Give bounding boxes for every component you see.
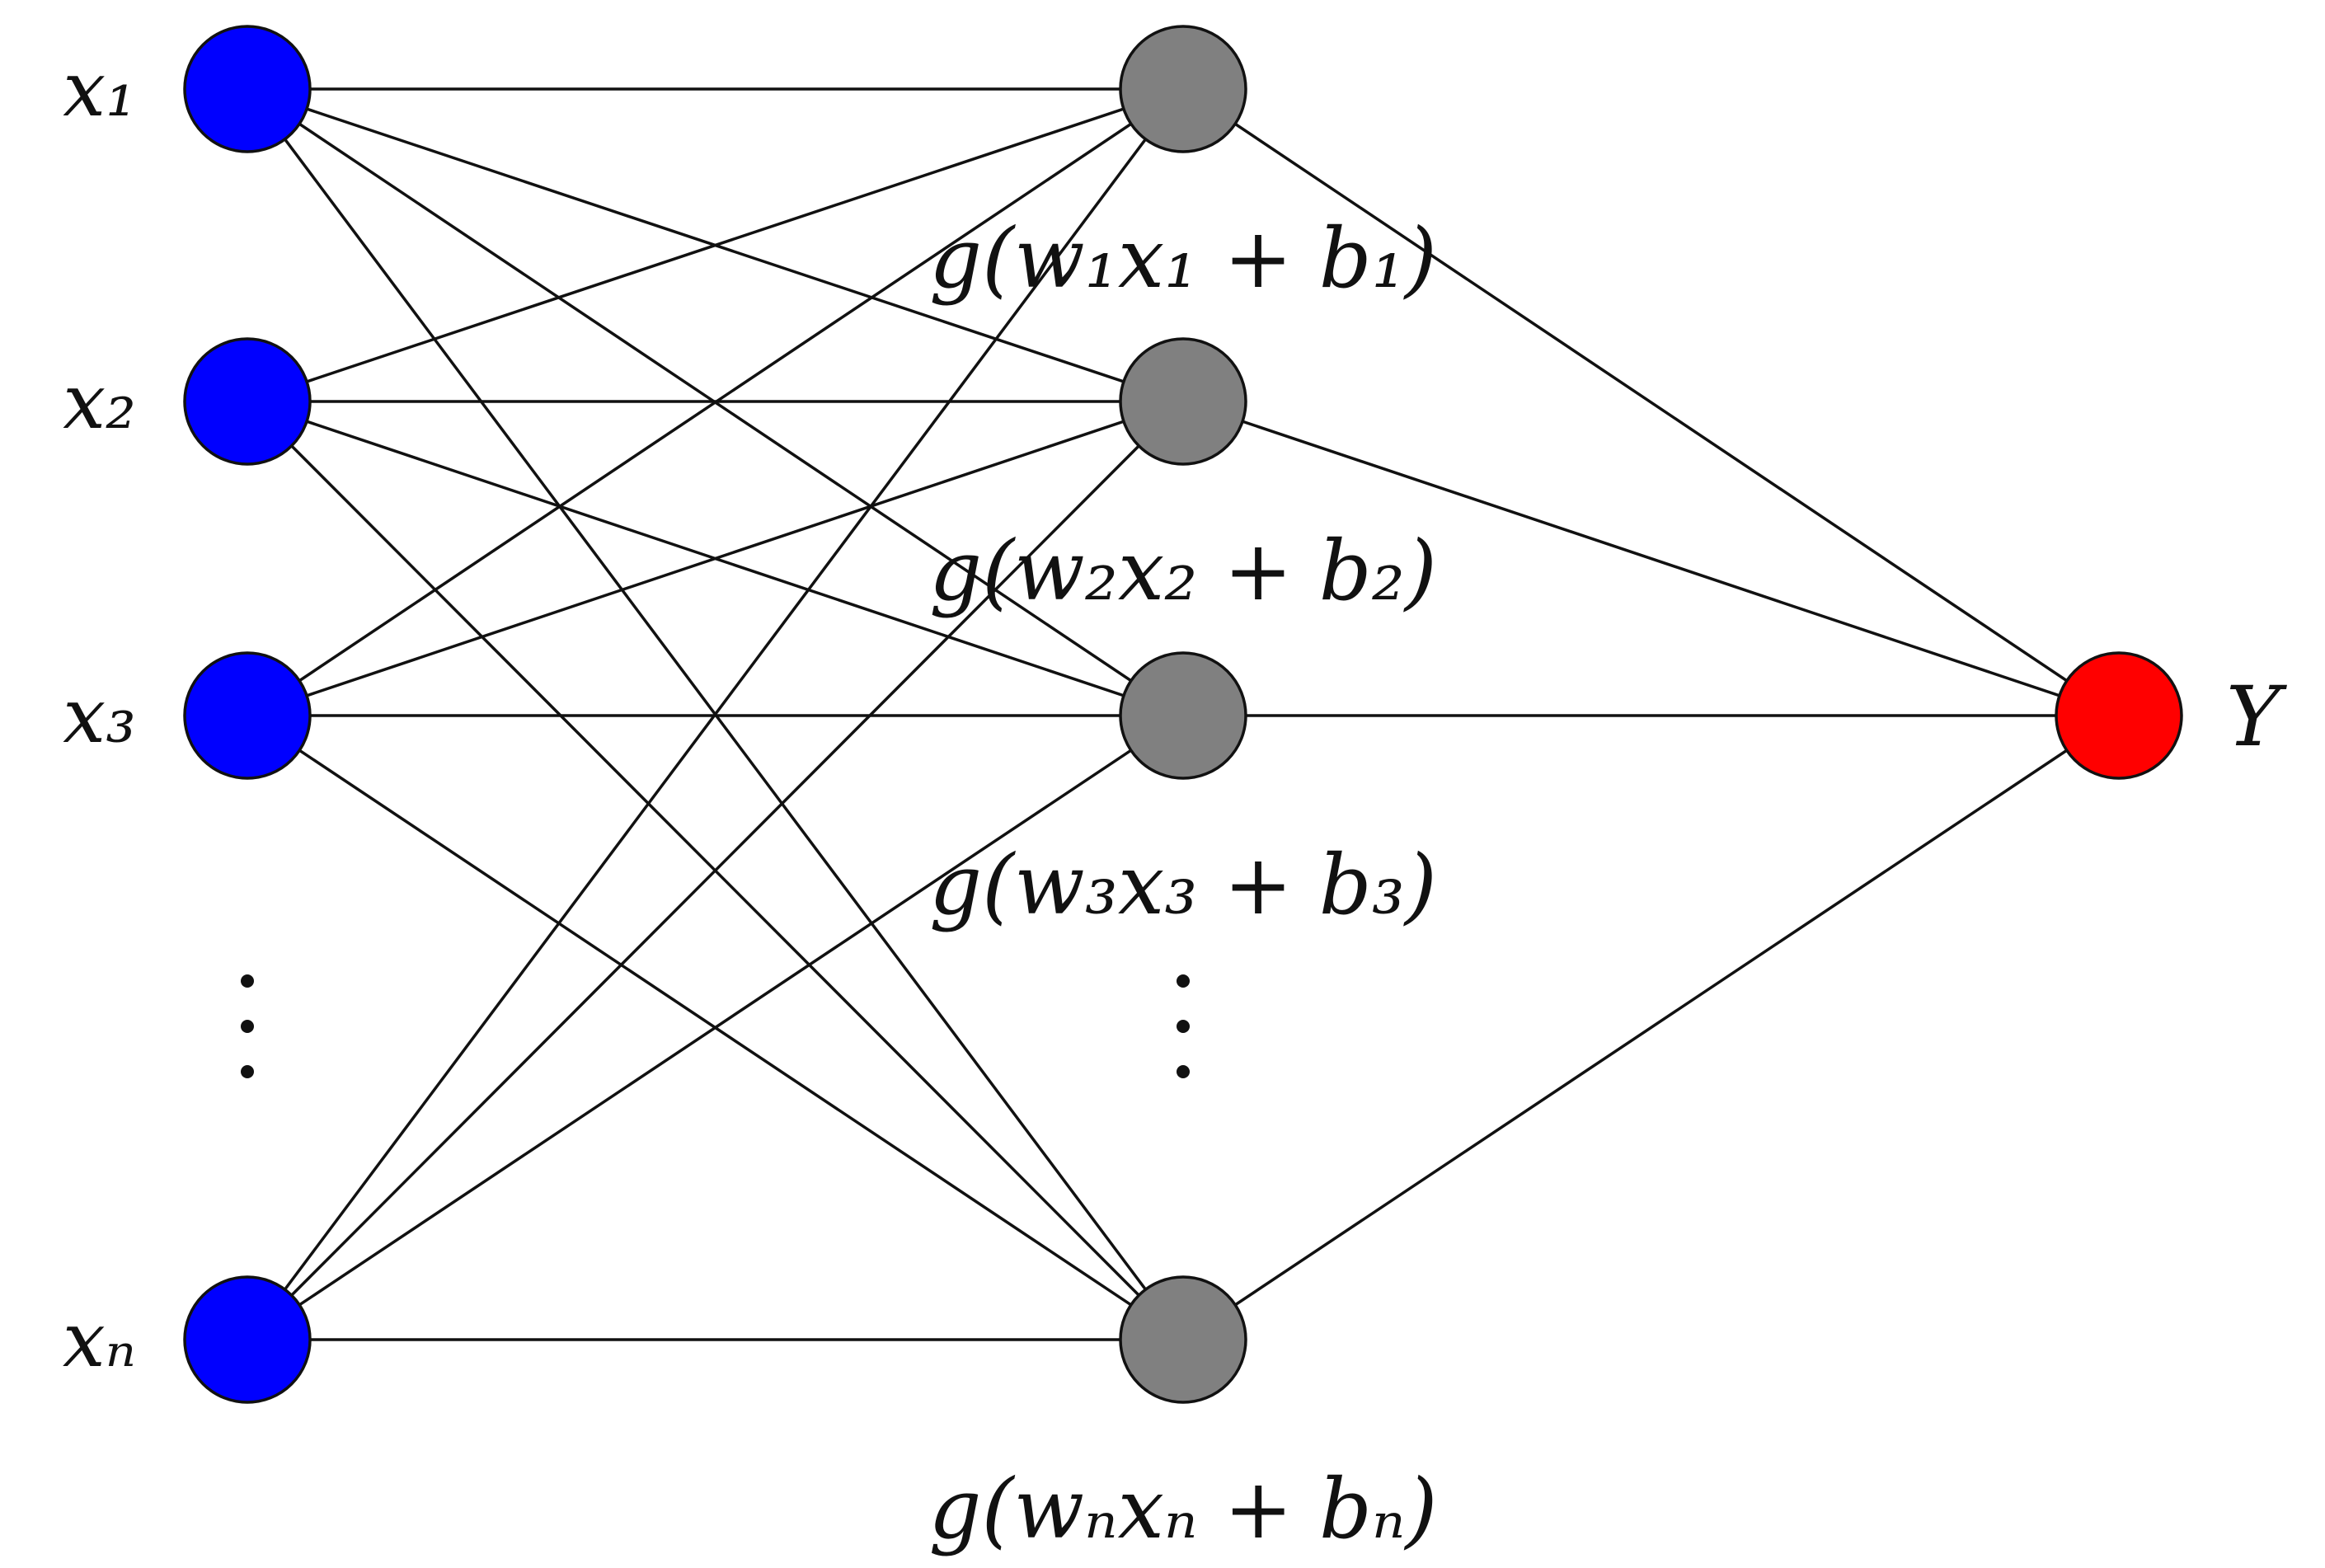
hidden-label-1: g(w₁x₁ + b₁) [929,210,1437,307]
labels: x₁ x₂ x₃ xₙ g(w₁x₁ + b₁) g(w₂x₂ + b₂) g(w₃x₃ +… [63,45,2287,1557]
hidden-node-1 [1119,25,1247,153]
input-label-3: x₃ [63,672,136,760]
input-node-2 [183,337,312,466]
edge-input-4-to-hidden-1 [246,87,1185,1341]
output-label: Y [2226,669,2287,765]
hidden-node-4 [1119,1275,1247,1404]
input-node-4 [183,1275,312,1404]
input-label-1: x₁ [63,45,136,134]
nodes [183,25,2183,1404]
hidden-label-3: g(w₃x₃ + b₃) [929,837,1437,933]
output-node [2055,651,2183,780]
input-label-4: xₙ [63,1296,136,1384]
input-node-3 [183,651,312,780]
hidden-node-2 [1119,337,1247,466]
hidden-node-3 [1119,651,1247,780]
input-node-1 [183,25,312,153]
edge-hidden-2-to-output [1182,400,2120,717]
edge-hidden-4-to-output [1182,714,2120,1341]
connections [246,87,2120,1341]
edge-input-4-to-hidden-3 [247,714,1184,1341]
edge-input-2-to-hidden-1 [247,87,1184,403]
edge-input-3-to-hidden-2 [247,400,1184,717]
input-label-2: x₂ [63,358,136,446]
hidden-ellipsis-icon [1177,974,1190,1078]
input-ellipsis-icon [241,974,254,1078]
hidden-label-4: g(wₙxₙ + bₙ) [929,1461,1438,1557]
edge-input-3-to-hidden-1 [247,87,1184,717]
edge-input-4-to-hidden-2 [246,400,1185,1341]
edge-hidden-1-to-output [1182,87,2120,717]
hidden-label-2: g(w₂x₂ + b₂) [929,523,1437,619]
